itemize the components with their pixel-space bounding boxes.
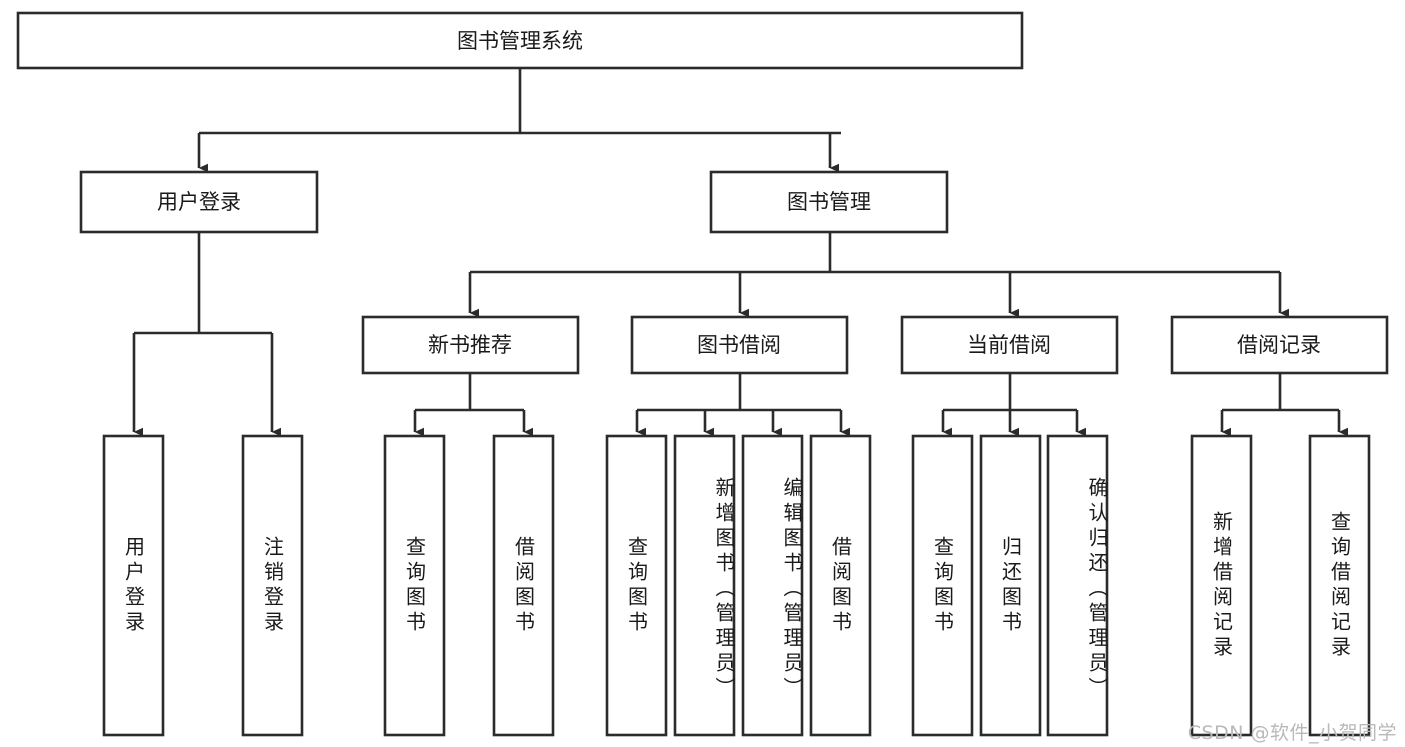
node-box-leaf-bb-1[interactable] — [605, 434, 668, 737]
node-box-leaf-nbr-2[interactable] — [492, 434, 555, 737]
connector-group-book-manage — [468, 232, 1290, 318]
node-box-new-book-recommend[interactable] — [361, 315, 580, 375]
node-box-book-borrow[interactable] — [630, 315, 849, 375]
node-label-current-borrow: 当前借阅 — [967, 333, 1051, 357]
node-box-leaf-bb-2[interactable] — [673, 434, 736, 737]
connector-group-book-borrow — [635, 373, 851, 437]
node-box-book-manage[interactable] — [709, 170, 949, 234]
node-box-borrow-record[interactable] — [1170, 315, 1389, 375]
node-label-new-book-recommend: 新书推荐 — [428, 333, 512, 357]
node-box-leaf-br-1[interactable] — [1190, 434, 1253, 737]
node-label-user-login: 用户登录 — [157, 190, 241, 214]
node-box-leaf-cb-3[interactable] — [1046, 434, 1109, 737]
node-box-leaf-bb-4[interactable] — [809, 434, 872, 737]
node-box-leaf-user-login-2[interactable] — [241, 434, 304, 737]
node-box-leaf-bb-3[interactable] — [741, 434, 804, 737]
connector-group-user-login — [132, 232, 282, 437]
connector-group-root — [197, 68, 841, 173]
node-box-current-borrow[interactable] — [900, 315, 1119, 375]
node-box-leaf-cb-2[interactable] — [979, 434, 1042, 737]
node-box-leaf-br-2[interactable] — [1308, 434, 1371, 737]
connector-group-new-book-recommend — [413, 373, 534, 437]
node-box-user-login[interactable] — [79, 170, 319, 234]
node-label-book-manage: 图书管理 — [787, 190, 871, 214]
node-box-leaf-user-login-1[interactable] — [102, 434, 165, 737]
connector-group-borrow-record — [1220, 373, 1349, 437]
node-label-borrow-record: 借阅记录 — [1237, 333, 1321, 357]
connector-group-current-borrow — [941, 373, 1087, 437]
node-box-leaf-nbr-1[interactable] — [383, 434, 446, 737]
node-label-book-borrow: 图书借阅 — [697, 333, 781, 357]
node-box-leaf-cb-1[interactable] — [911, 434, 974, 737]
node-box-root[interactable] — [16, 11, 1024, 70]
node-label-root: 图书管理系统 — [457, 29, 583, 53]
watermark-text: CSDN @软件_小贺同学 — [1187, 722, 1397, 744]
